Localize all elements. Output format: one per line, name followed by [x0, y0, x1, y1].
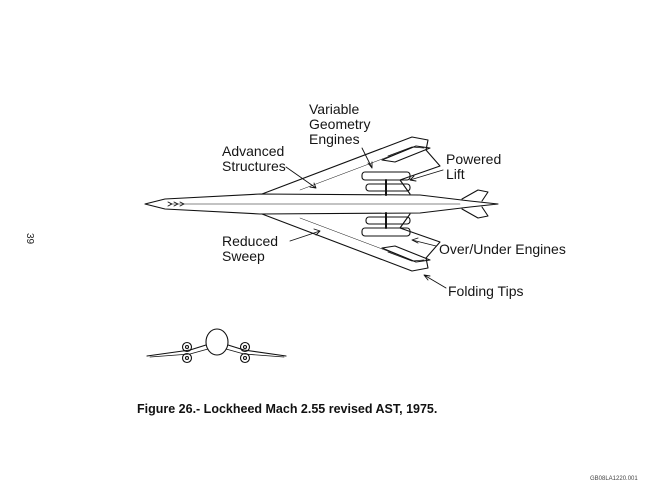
engine-nacelle — [365, 216, 411, 225]
footer-stamp: GB08LA1220.001 — [590, 476, 638, 482]
label-variable-geometry-engines: Variable Geometry Engines — [309, 101, 371, 147]
tail-fin — [461, 206, 489, 219]
lower-folding-tip — [381, 245, 431, 263]
aircraft-front-view-icon — [146, 328, 287, 364]
aircraft-top-view-icon — [144, 136, 499, 272]
engine-nacelle — [365, 183, 411, 192]
tail-fin — [461, 189, 489, 202]
label-powered-lift: Powered Lift — [446, 151, 502, 182]
label-reduced-sweep: Reduced Sweep — [222, 233, 279, 264]
fuselage — [144, 193, 499, 215]
label-over-under-engines: Over/Under Engines — [439, 241, 566, 257]
upper-folding-tip — [381, 145, 431, 163]
label-folding-tips: Folding Tips — [448, 283, 524, 299]
page-number: 39 — [24, 232, 36, 245]
leader-lines — [285, 147, 447, 289]
lower-wing — [261, 213, 441, 272]
label-advanced-structures: Advanced Structures — [222, 143, 286, 174]
figure-caption: Figure 26.- Lockheed Mach 2.55 revised A… — [137, 402, 438, 416]
